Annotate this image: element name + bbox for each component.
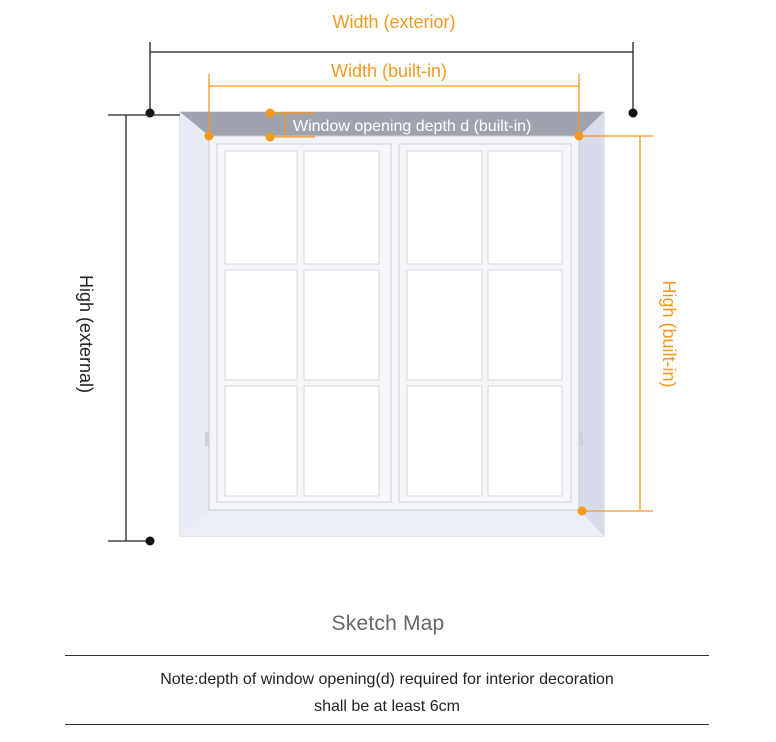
height-external-label: High (external) xyxy=(76,275,96,393)
marker-builtin-bottom xyxy=(577,506,587,516)
width-builtin-label: Width (built-in) xyxy=(331,61,447,81)
reveal-right xyxy=(579,112,604,536)
hinge-left xyxy=(205,432,209,446)
marker-exterior-right xyxy=(628,108,638,118)
reveal-bottom xyxy=(180,510,604,536)
width-builtin-dimension xyxy=(208,74,580,136)
divider-top xyxy=(65,655,709,656)
note-line-1: Note:depth of window opening(d) required… xyxy=(160,671,614,688)
marker-external-bottom xyxy=(145,536,155,546)
depth-band-top xyxy=(180,112,604,136)
right-panes xyxy=(406,150,563,497)
left-panes xyxy=(224,150,380,497)
height-builtin-label: High (built-in) xyxy=(659,280,679,387)
width-exterior-dimension xyxy=(149,42,634,112)
depth-dimension xyxy=(270,112,315,138)
marker-exterior-left xyxy=(145,108,155,118)
sketch-caption: Sketch Map xyxy=(331,612,445,635)
height-builtin-dimension xyxy=(579,135,653,512)
marker-depth-bottom xyxy=(265,132,275,142)
width-exterior-label: Width (exterior) xyxy=(332,12,455,32)
hinge-right xyxy=(579,432,583,446)
marker-builtin-left xyxy=(204,131,214,141)
depth-label: Window opening depth d (built-in) xyxy=(293,118,531,135)
height-external-dimension xyxy=(108,114,180,542)
window-sketch-diagram: Width (exterior) Width (built-in) Window… xyxy=(76,12,679,546)
note-line-2: shall be at least 6cm xyxy=(314,698,460,715)
reveal-left xyxy=(180,112,209,536)
note-block: Note:depth of window opening(d) required… xyxy=(65,666,709,720)
divider-bottom xyxy=(65,724,709,725)
marker-depth-top xyxy=(265,108,275,118)
